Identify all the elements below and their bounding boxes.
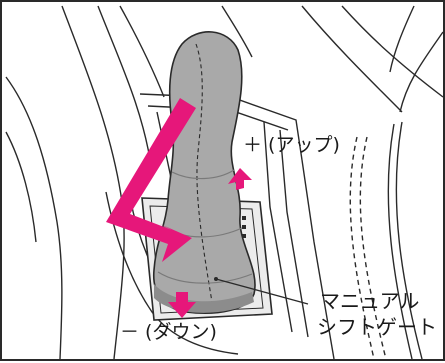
- downshift-arrow: [168, 292, 196, 318]
- upshift-arrow: [228, 168, 252, 190]
- manual-gate-label-line1: マニュアル: [320, 289, 420, 313]
- manual-gate-label-line2: シフトゲート: [317, 315, 437, 339]
- manual-gate-leader-line: [215, 278, 309, 305]
- downshift-label: － (ダウン): [120, 321, 217, 343]
- shift-path-arrow: [106, 98, 196, 262]
- upshift-label: ＋ (アップ): [243, 134, 340, 156]
- leader-line-dot: [214, 277, 218, 281]
- boot-stitching: [195, 43, 213, 303]
